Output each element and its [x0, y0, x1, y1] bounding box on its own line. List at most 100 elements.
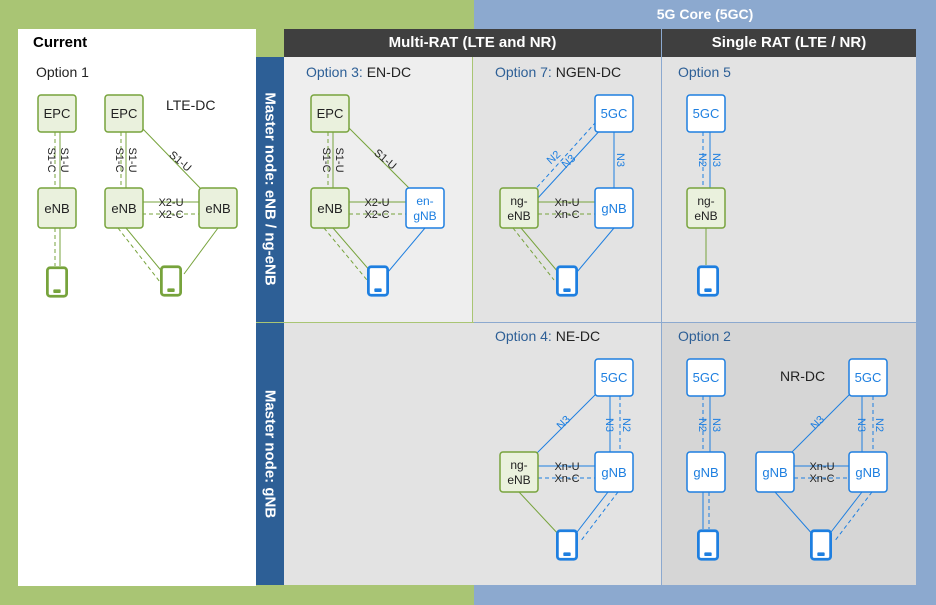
side-header-gnb	[256, 323, 284, 585]
option1-label: Option 1	[36, 64, 89, 80]
enb-node	[37, 187, 77, 229]
gnb-master-node	[848, 451, 888, 493]
s1u-label: S1-U	[58, 147, 70, 172]
link-ue-ngenb-u	[520, 227, 559, 273]
n3-vertical-label: N3	[614, 153, 626, 167]
link-ue-enb-c	[323, 227, 368, 281]
link-ue-enb1-u	[125, 227, 165, 275]
link-n3-ngenb	[535, 393, 597, 455]
nr-dc-label: NR-DC	[780, 368, 826, 384]
n3-diag-label: N3	[809, 414, 827, 432]
ue-phone-icon	[697, 529, 719, 561]
5gc-node-label: 5GC	[693, 370, 720, 385]
ng-enb-label-line1: ng-	[510, 194, 527, 208]
n3-diag-label: N3	[555, 414, 573, 432]
ng-enb-label-line2: eNB	[507, 209, 530, 223]
gnb-node	[686, 451, 726, 493]
link-ue-enb1-c	[117, 227, 161, 283]
ue-phone-icon	[46, 266, 68, 298]
n2-vertical-label: N2	[620, 418, 632, 432]
gnb-node	[594, 187, 634, 229]
side-header-enb	[256, 57, 284, 322]
s1u-diag-label: S1-U	[371, 147, 398, 172]
ue-phone-icon	[160, 265, 182, 297]
s1u-diag-label: S1-U	[166, 149, 193, 174]
enb-secondary-node	[198, 187, 238, 229]
5gc-title: 5G Core (5GC)	[656, 6, 754, 22]
s1c-label: S1-C	[113, 147, 125, 172]
ue-phone-icon	[556, 265, 578, 297]
option4-name: NE-DC	[555, 328, 601, 344]
s1c-label: S1-C	[320, 147, 332, 172]
epc-node-label: EPC	[111, 106, 138, 121]
single-rat-header	[662, 29, 916, 57]
en-gnb-node	[405, 187, 445, 229]
5gc-node	[686, 358, 726, 397]
option5-label: Option 5	[678, 64, 731, 80]
xnc-label: Xn-C	[809, 473, 834, 485]
gnb-secondary-node	[755, 451, 795, 493]
link-ue-engnb	[387, 227, 426, 273]
gnb-master-label: gNB	[855, 465, 880, 480]
n3-label: N3	[560, 153, 578, 171]
link-ue-gnb	[576, 227, 615, 273]
xnc-label: Xn-C	[554, 473, 579, 485]
ue-phone-icon	[810, 529, 832, 561]
en-gnb-label-line1: en-	[416, 194, 433, 208]
n2-label: N2	[696, 153, 708, 167]
lte-dc-label: LTE-DC	[166, 97, 216, 113]
gnb-node-label: gNB	[601, 201, 626, 216]
option1-diagram: EPC eNB S1-U S1-C	[37, 94, 77, 298]
link-ue-enb2	[183, 227, 219, 275]
ng-enb-label-line1: ng-	[510, 458, 527, 472]
ng-enb-node	[499, 451, 539, 493]
link-ue-gnb-secondary	[774, 491, 815, 537]
n3-label: N3	[710, 153, 722, 167]
xnu-label: Xn-U	[554, 461, 579, 473]
ue-phone-icon	[367, 265, 389, 297]
5gc-node	[686, 94, 726, 133]
link-n2	[530, 121, 597, 195]
5gc-node-label: 5GC	[693, 106, 720, 121]
gnb-secondary-label: gNB	[762, 465, 787, 480]
enb-master-node	[104, 187, 144, 229]
5gc-node-label: 5GC	[601, 106, 628, 121]
ng-enb-label-line2: eNB	[507, 473, 530, 487]
x2u-label: X2-U	[364, 197, 389, 209]
option7-number: Option 7:	[495, 64, 552, 80]
xnu-label: Xn-U	[554, 197, 579, 209]
option4-number: Option 4:	[495, 328, 552, 344]
ue-phone-icon	[556, 529, 578, 561]
n3-label: N3	[710, 418, 722, 432]
enb-master-label: eNB	[111, 201, 136, 216]
5gc-node	[594, 358, 634, 397]
multi-rat-header	[284, 29, 661, 57]
option3-name: EN-DC	[366, 64, 412, 80]
n3-vertical-label: N3	[855, 418, 867, 432]
link-s1u-enb2	[141, 127, 203, 191]
single-rat-title: Single RAT (LTE / NR)	[711, 34, 867, 51]
link-n3-gnb-secondary	[789, 393, 851, 455]
gnb-node-label: gNB	[601, 465, 626, 480]
enb-node	[310, 187, 350, 229]
option5-diagram: 5GC ng- eNB N2 N3	[686, 94, 726, 297]
multi-rat-title: Multi-RAT (LTE and NR)	[388, 34, 557, 51]
en-gnb-label-line2: gNB	[413, 209, 436, 223]
option7-name: NGEN-DC	[555, 64, 622, 80]
gnb-node-label: gNB	[693, 465, 718, 480]
s1u-label: S1-U	[333, 147, 345, 172]
link-ue-gnb-master-u	[827, 491, 863, 537]
current-title: Current	[33, 34, 88, 51]
link-ue-gnb-u	[573, 491, 609, 537]
5gc-node	[848, 358, 888, 397]
s1c-label: S1-C	[45, 147, 57, 172]
epc-node	[37, 94, 77, 133]
epc-node-label: EPC	[44, 106, 71, 121]
link-ue-enb-u	[332, 227, 372, 273]
option3-number: Option 3:	[306, 64, 363, 80]
nr-dc-diagram: 5GC gNB gNB N3 N3 N2 Xn-U Xn-C	[755, 358, 888, 561]
option2-label: Option 2	[678, 328, 731, 344]
xnu-label: Xn-U	[809, 461, 834, 473]
enb-secondary-label: eNB	[205, 201, 230, 216]
